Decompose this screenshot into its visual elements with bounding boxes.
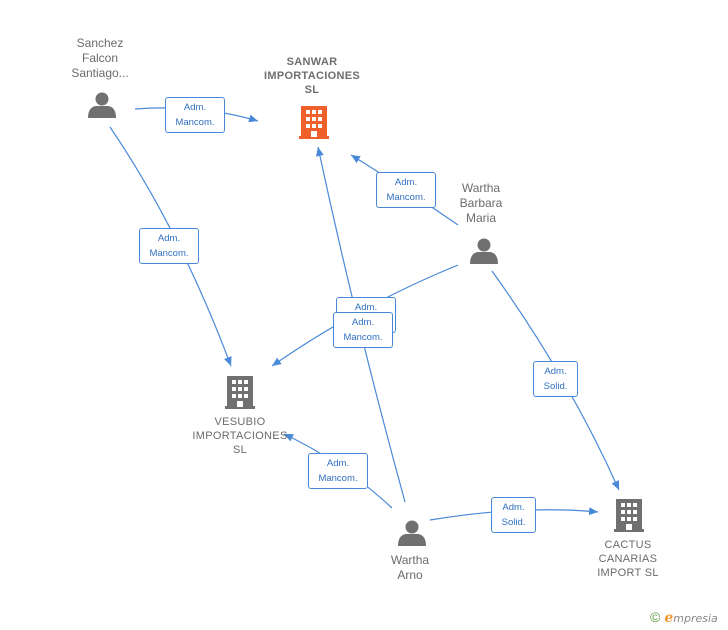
- node-label-wartha-barbara[interactable]: Wartha Barbara Maria: [459, 181, 503, 225]
- edge-label-barbara-cactus[interactable]: Adm. Solid.: [533, 361, 578, 397]
- edge-label-arno-sanwar[interactable]: Adm. Mancom.: [333, 312, 393, 348]
- node-label-cactus[interactable]: CACTUS CANARIAS IMPORT SL: [597, 539, 659, 579]
- edge-label-sanchez-sanwar[interactable]: Adm. Mancom.: [165, 97, 225, 133]
- brand-name: mpresia: [673, 612, 718, 625]
- building-icon[interactable]: [225, 376, 255, 409]
- edge-label-arno-vesubio[interactable]: Adm. Mancom.: [308, 453, 368, 489]
- person-icon[interactable]: [398, 520, 426, 547]
- edge-label-barbara-sanwar[interactable]: Adm. Mancom.: [376, 172, 436, 208]
- edge-label-arno-cactus[interactable]: Adm. Solid.: [491, 497, 536, 533]
- brand-initial: e: [664, 610, 674, 626]
- node-label-sanchez[interactable]: Sanchez Falcon Santiago...: [71, 36, 129, 80]
- node-label-wartha-arno[interactable]: Wartha Arno: [390, 553, 430, 582]
- building-icon[interactable]: [614, 499, 644, 532]
- edge-label-sanchez-vesubio[interactable]: Adm. Mancom.: [139, 228, 199, 264]
- person-icon[interactable]: [88, 92, 116, 119]
- node-label-sanwar[interactable]: SANWAR IMPORTACIONES SL: [264, 56, 360, 96]
- node-label-vesubio[interactable]: VESUBIO IMPORTACIONES SL: [192, 416, 288, 456]
- building-icon[interactable]: [299, 106, 329, 139]
- person-icon[interactable]: [470, 238, 498, 265]
- copyright-symbol: ©: [650, 609, 661, 625]
- empresia-logo: ©empresia: [650, 609, 718, 626]
